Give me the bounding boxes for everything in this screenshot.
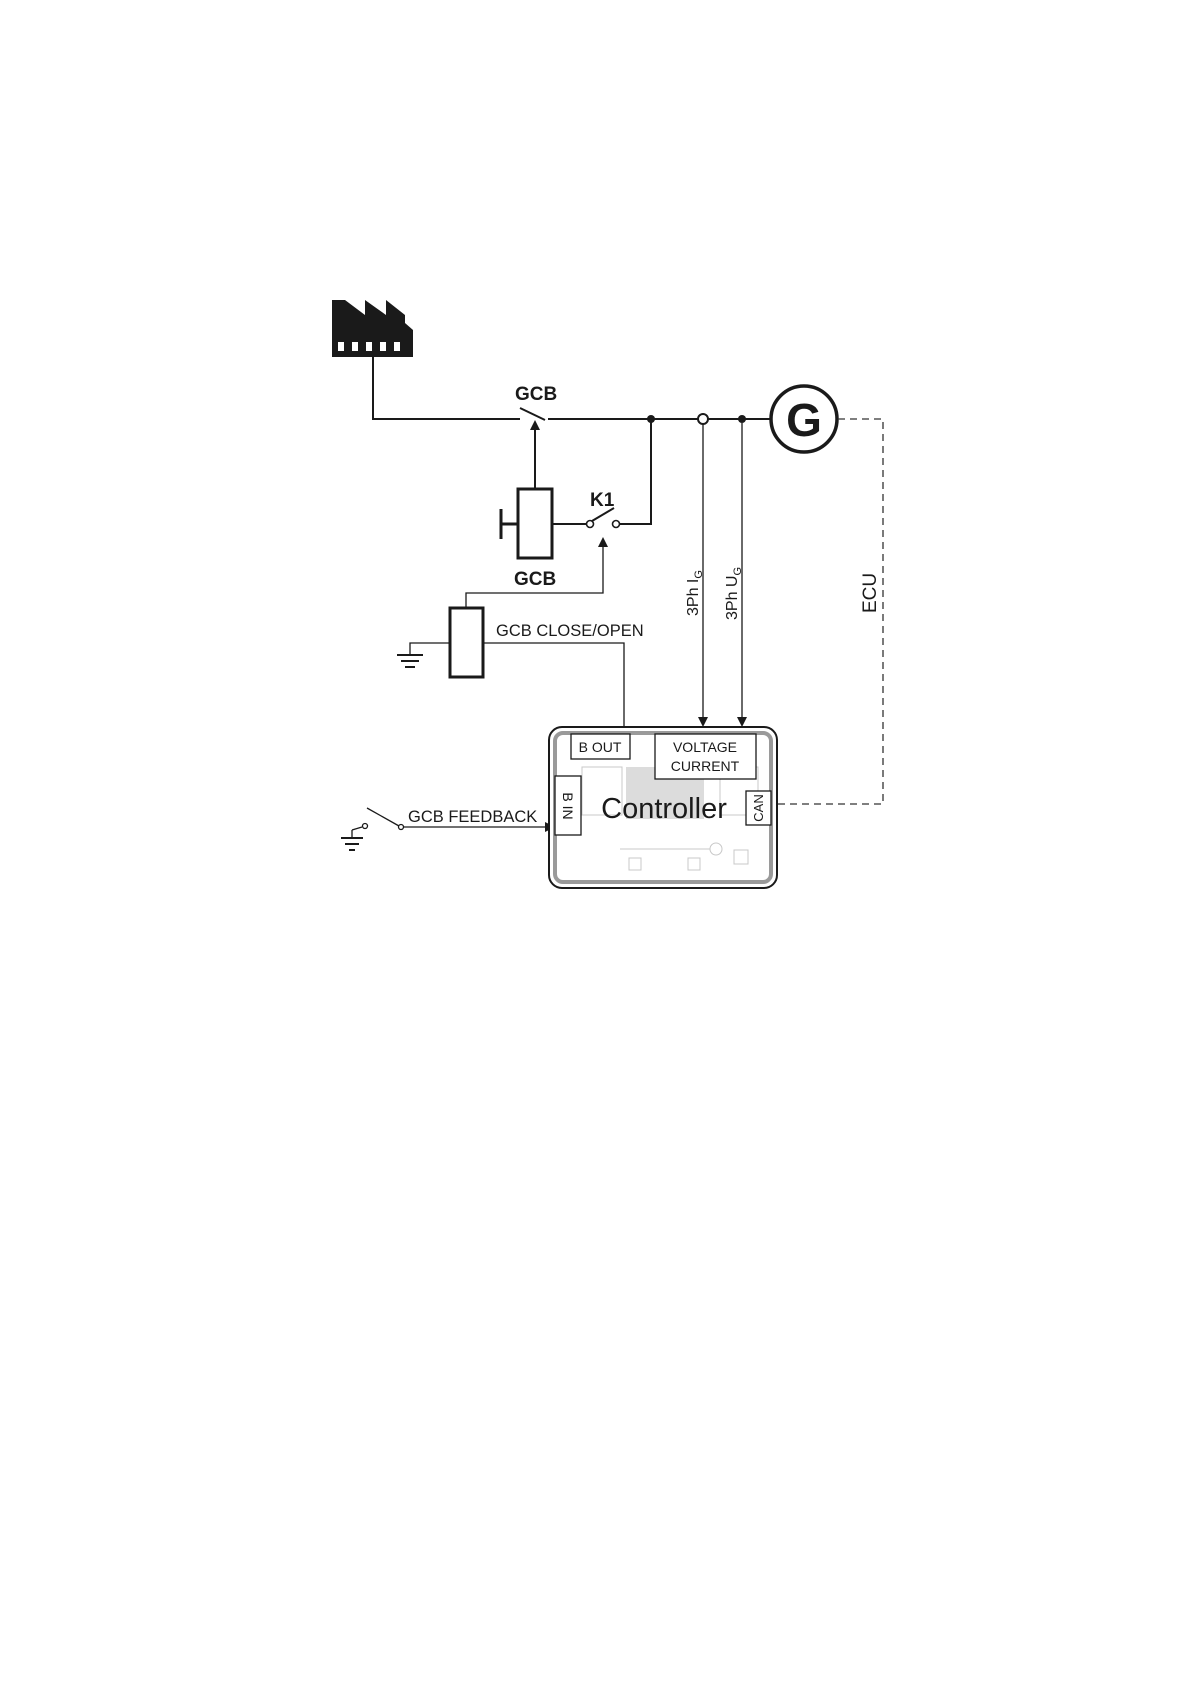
- ground-icon: [397, 655, 423, 667]
- ecu-label: ECU: [860, 573, 881, 613]
- svg-text:G: G: [786, 394, 822, 446]
- controller-title: Controller: [601, 793, 727, 825]
- gcb-breaker: [520, 408, 773, 420]
- current-signal-label: 3Ph IG: [685, 570, 705, 616]
- factory-icon: [332, 300, 413, 357]
- mains-line: [373, 357, 520, 419]
- voltage-junction: [738, 415, 746, 423]
- gcb-coil: [501, 489, 552, 558]
- gcb-close-open-label: GCB CLOSE/OPEN: [496, 622, 644, 640]
- generator-symbol: G: [771, 386, 837, 452]
- svg-text:CAN: CAN: [751, 794, 766, 821]
- svg-text:CURRENT: CURRENT: [671, 758, 740, 774]
- voltage-signal-label: 3Ph UG: [724, 567, 744, 620]
- gcb-breaker-label: GCB: [515, 384, 557, 405]
- svg-text:VOLTAGE: VOLTAGE: [673, 739, 737, 755]
- k1-label: K1: [590, 490, 615, 511]
- gcb-close-open-line: [483, 643, 624, 728]
- gcb-coil-label: GCB: [514, 569, 556, 590]
- svg-text:B OUT: B OUT: [579, 739, 622, 755]
- k1-contact: [552, 419, 651, 528]
- k1-relay-coil: [410, 542, 603, 677]
- gcb-feedback-label: GCB FEEDBACK: [408, 808, 537, 826]
- controller-unit: B OUT VOLTAGE CURRENT B IN CAN Controlle…: [549, 727, 777, 888]
- current-transformer: [698, 414, 708, 424]
- svg-text:B IN: B IN: [560, 792, 576, 819]
